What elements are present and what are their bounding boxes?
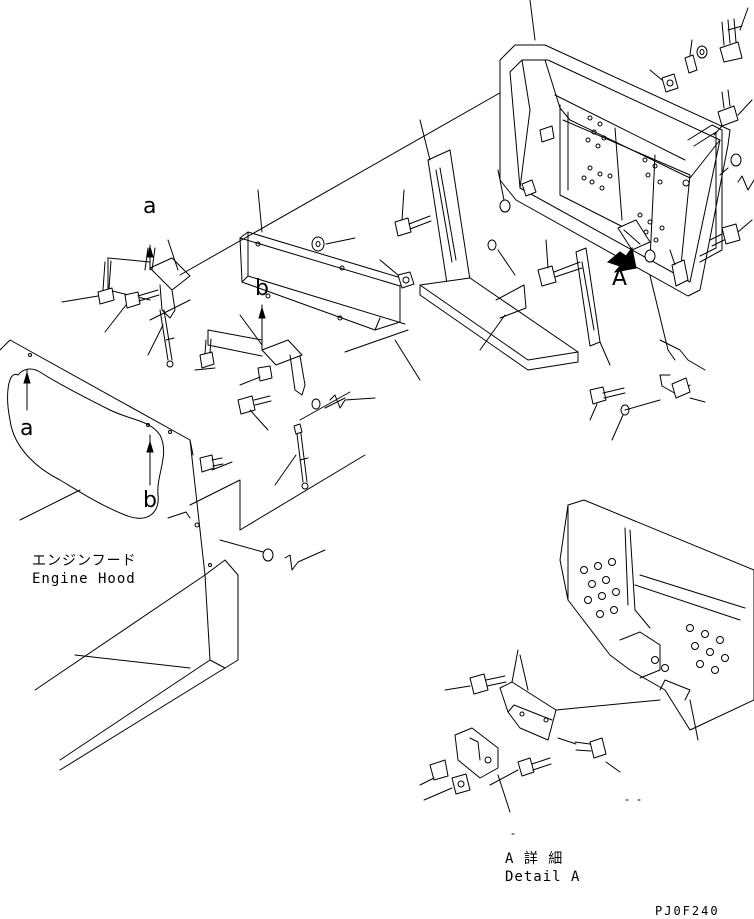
bolt-right-strip <box>538 240 582 286</box>
bolt-top-right <box>720 8 748 62</box>
hood-stay-lines <box>150 300 408 530</box>
view-label-b-top: b <box>255 276 269 301</box>
clip-center <box>330 395 375 408</box>
engine-hood-label-en: Engine Hood <box>32 571 136 587</box>
right-rod <box>640 240 705 402</box>
engine-hood-label-jp: エンジンフード <box>32 553 137 569</box>
detail-a-latch <box>455 728 510 812</box>
view-arrow-b <box>259 305 265 350</box>
washer-top <box>697 46 707 58</box>
right-gas-stay <box>275 424 308 489</box>
washer-plate <box>312 237 355 251</box>
view-arrow-a <box>147 245 153 270</box>
pin-top <box>685 40 697 73</box>
right-hinge <box>208 315 305 395</box>
detail-a-bolt-center <box>490 758 551 785</box>
view-label-a-hood: a <box>20 416 34 441</box>
view-arrow-big-a <box>608 248 636 272</box>
clip-right-1 <box>738 176 754 190</box>
bolt-left-1 <box>62 261 114 304</box>
bolt-center-1 <box>195 339 215 370</box>
washer-upper-1 <box>498 170 510 212</box>
washer-right-1 <box>720 154 741 175</box>
bolt-upper-left <box>395 190 431 236</box>
washer-upper-2 <box>488 240 515 275</box>
frame-latch <box>618 220 655 262</box>
left-hinge <box>108 240 190 318</box>
frame-vent-holes <box>582 116 664 242</box>
floor-bracket <box>420 278 578 370</box>
engine-hood <box>0 340 238 770</box>
frame-small-tab <box>522 126 554 196</box>
detail-a-title-jp: A 詳 細 <box>505 851 564 867</box>
bolt-right-2 <box>710 220 752 246</box>
detail-a-panel <box>560 500 754 740</box>
detail-a-nut-2 <box>424 774 470 800</box>
left-gas-stay <box>148 310 174 367</box>
connection-lines-top <box>180 90 505 380</box>
detail-a-bolt-left <box>445 674 506 694</box>
drawing-code: PJ0F240 <box>655 904 720 918</box>
detail-a-nut-1 <box>420 760 448 785</box>
bolt-hood <box>200 455 232 472</box>
radiator-guard-frame <box>500 0 730 296</box>
bolt-left-2 <box>105 290 159 332</box>
detail-a-bracket <box>500 650 660 740</box>
nut-strip-a <box>380 260 414 288</box>
view-label-b-hood: b <box>143 488 157 513</box>
side-strip-bracket <box>420 120 470 290</box>
frame-handle <box>683 125 722 262</box>
washer-center <box>312 398 345 409</box>
bolt-lower-right <box>590 387 660 440</box>
washer-lower <box>220 540 273 561</box>
detail-a-title-en: Detail A <box>505 869 581 885</box>
view-label-a-top: a <box>143 194 157 219</box>
right-strip <box>576 248 610 365</box>
detail-a-holes <box>581 559 729 674</box>
bolt-center-3 <box>238 396 271 430</box>
detail-a-bolt-right <box>558 738 620 772</box>
bolt-center-2 <box>240 366 272 385</box>
frame-bracket-lower <box>670 250 688 286</box>
detail-arrow-label-a: A <box>612 266 628 291</box>
clip-lower <box>285 550 325 570</box>
detail-a-marks <box>512 800 640 834</box>
nut-top <box>650 70 678 92</box>
bolt-right-1 <box>714 90 752 135</box>
bracket-plate <box>240 190 408 330</box>
